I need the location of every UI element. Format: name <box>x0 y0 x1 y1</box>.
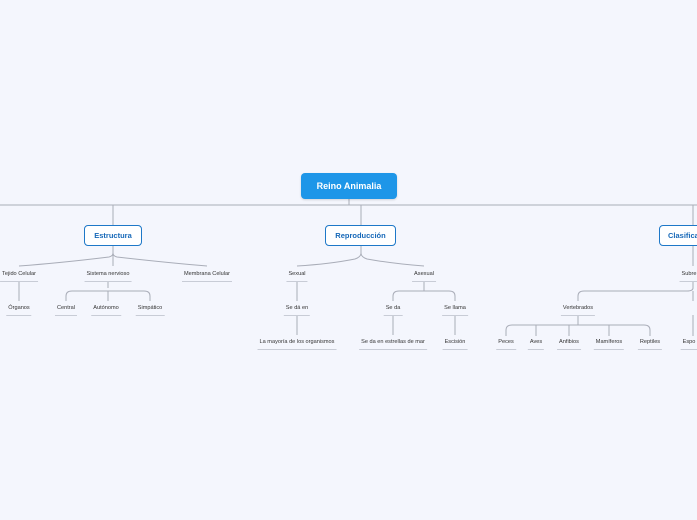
leaf-peces[interactable]: Peces <box>496 338 516 350</box>
leaf-subreino[interactable]: Subre <box>679 270 697 282</box>
leaf-se-llama[interactable]: Se llama <box>442 304 468 316</box>
leaf-asexual[interactable]: Asexual <box>412 270 436 282</box>
node-reproduccion[interactable]: Reproducción <box>325 225 396 246</box>
leaf-se-da[interactable]: Se da <box>383 304 403 316</box>
root-node[interactable]: Reino Animalia <box>301 173 397 199</box>
leaf-sistema-nervioso[interactable]: Sistema nervioso <box>84 270 132 282</box>
leaf-anfibios[interactable]: Anfibios <box>557 338 581 350</box>
leaf-autonomo[interactable]: Autónomo <box>91 304 121 316</box>
leaf-espo[interactable]: Espo <box>680 338 697 350</box>
leaf-escision[interactable]: Escisión <box>442 338 468 350</box>
leaf-sexual[interactable]: Sexual <box>286 270 308 282</box>
node-clasificacion-label: Clasifica <box>668 231 697 240</box>
node-estructura-label: Estructura <box>94 231 132 240</box>
leaf-mamiferos[interactable]: Mamíferos <box>593 338 625 350</box>
leaf-estrellas-de-mar[interactable]: Se da en estrellas de mar <box>359 338 427 350</box>
root-label: Reino Animalia <box>316 181 382 191</box>
node-estructura[interactable]: Estructura <box>84 225 142 246</box>
leaf-se-da-en[interactable]: Se dá en <box>283 304 311 316</box>
leaf-simpatico[interactable]: Simpático <box>135 304 165 316</box>
leaf-vertebrados[interactable]: Vertebrados <box>560 304 596 316</box>
leaf-organos[interactable]: Órganos <box>6 304 32 316</box>
leaf-reptiles[interactable]: Reptiles <box>637 338 663 350</box>
leaf-mayoria-organismos[interactable]: La mayoría de los organismos <box>257 338 337 350</box>
leaf-aves[interactable]: Aves <box>527 338 545 350</box>
leaf-central[interactable]: Central <box>54 304 78 316</box>
node-reproduccion-label: Reproducción <box>335 231 386 240</box>
node-clasificacion[interactable]: Clasifica <box>659 225 697 246</box>
leaf-tejido-celular[interactable]: Tejido Celular <box>0 270 38 282</box>
leaf-membrana-celular[interactable]: Membrana Celular <box>181 270 233 282</box>
